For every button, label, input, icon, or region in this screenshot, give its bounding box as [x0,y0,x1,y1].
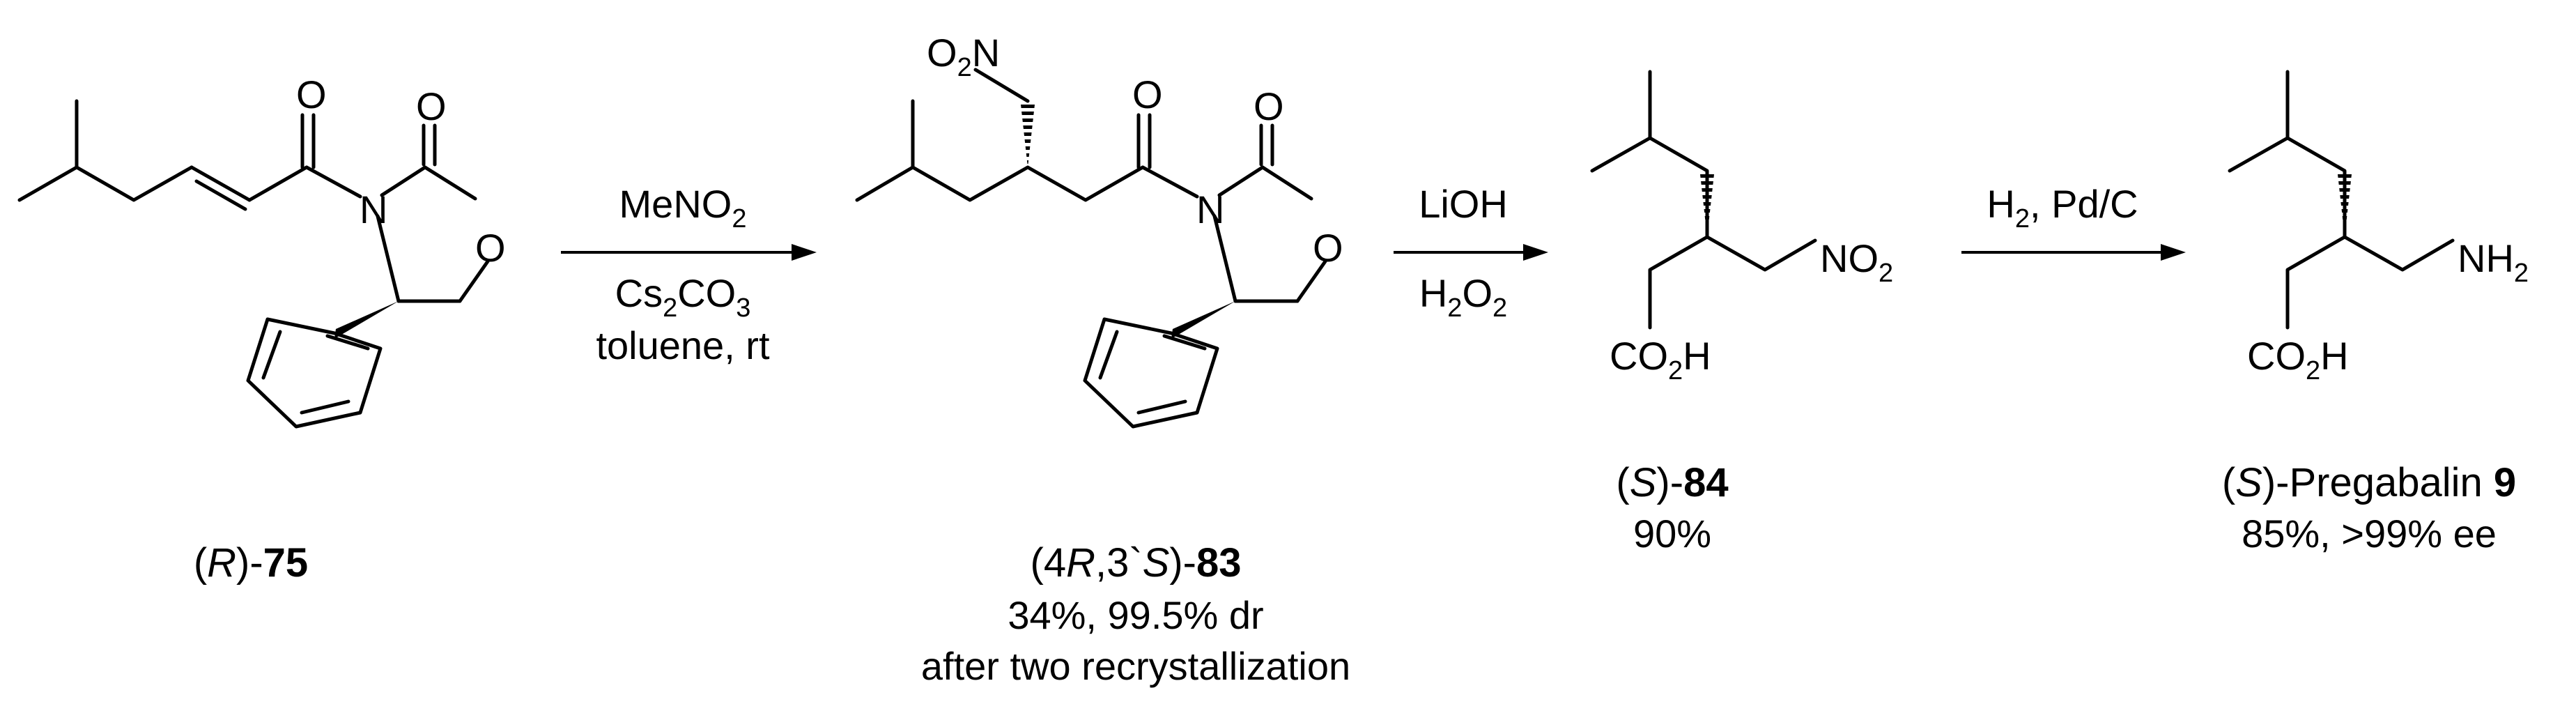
step2-base: LiOH [1419,182,1508,226]
wedge-bond-83 [1171,301,1235,339]
compound-9: NH2 CO2H (S)-Pregabalin 9 85%, >99% ee [2222,70,2529,556]
hashed-bond-83 [1021,105,1035,167]
step3-reagent: H2, Pd/C [1987,182,2138,234]
reaction-step-3: H2, Pd/C [1961,182,2186,261]
cpd75-atom-N: N [360,188,387,231]
reaction-step-1: MeNO2 Cs2CO3 toluene, rt [561,182,817,367]
compound-75: O O N O (R)-75 [17,72,506,586]
cpd9-label: (S)-Pregabalin 9 [2222,460,2516,505]
cpd9-amine: NH2 [2458,236,2529,288]
cpd83-recrystallization-note: after two recrystallization [921,644,1350,688]
cpd83-label: (4R,3`S)-83 [1031,540,1242,586]
compound-83: O2N O O N O (4R,3`S)-83 34%, 99.5% dr af… [855,31,1350,688]
cpd84-yield: 90% [1633,512,1711,556]
step2-oxidant: H2O2 [1419,271,1507,323]
compound-75-bonds [17,99,490,429]
cpd83-yield-note: 34%, 99.5% dr [1008,593,1263,637]
cpd75-label-stereo: R [207,540,236,586]
compound-84: NO2 CO2H (S)-84 90% [1590,70,1893,556]
reaction-arrow-3-head [2161,244,2186,261]
cpd75-atom-O-ring-carbonyl: O [416,84,447,128]
cpd75-label-mid: )- [236,540,263,586]
cpd9-acid: CO2H [2247,334,2349,385]
hashed-bond-9 [2338,174,2352,237]
cpd84-label: (S)-84 [1616,460,1728,505]
wedge-bond-75 [334,301,399,339]
reaction-arrow-2-head [1523,244,1548,261]
cpd9-yield: 85%, >99% ee [2242,512,2497,556]
cpd83-atom-O-carbonyl: O [1132,72,1163,116]
cpd75-label-number: 75 [263,540,309,586]
hashed-bond-84 [1700,174,1714,237]
step1-reagent: MeNO2 [619,182,747,234]
cpd83-atom-O-ring-carbonyl: O [1254,84,1284,128]
cpd84-nitro: NO2 [1820,236,1893,288]
reaction-step-2: LiOH H2O2 [1394,182,1548,323]
step1-solvent: toluene, rt [596,323,769,367]
cpd83-atom-O-ring: O [1313,226,1343,270]
cpd83-nitro: O2N [927,31,1000,82]
cpd75-atom-O-carbonyl: O [296,72,327,116]
reaction-arrow-1-head [792,244,817,261]
cpd84-acid: CO2H [1610,334,1711,385]
step1-base: Cs2CO3 [615,271,751,323]
cpd75-atom-O-ring: O [475,226,506,270]
cpd83-atom-N: N [1196,188,1224,231]
cpd75-label: (R)-75 [194,540,308,586]
cpd75-label-prefix: ( [194,540,207,586]
